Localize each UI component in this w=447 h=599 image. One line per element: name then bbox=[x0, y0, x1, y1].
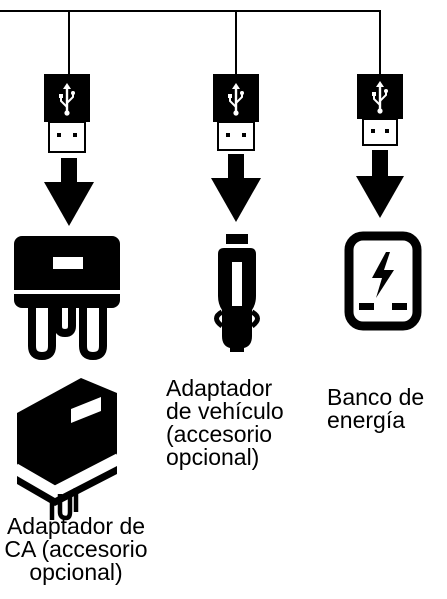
usb-symbol-icon bbox=[59, 83, 75, 116]
down-arrow-icon bbox=[44, 158, 94, 226]
usb-symbol-icon bbox=[228, 83, 244, 116]
wall-charger-icon bbox=[16, 378, 118, 521]
power-bank-caption: Banco de energía bbox=[327, 386, 424, 432]
usb-plug-icon bbox=[357, 74, 403, 119]
caption-line: energía bbox=[327, 407, 406, 433]
caption-line: CA (accesorio bbox=[4, 536, 148, 562]
cable-distribution bbox=[0, 10, 381, 74]
caption-line: opcional) bbox=[29, 559, 123, 585]
caption-line: de vehículo bbox=[166, 398, 284, 424]
usb-connector bbox=[217, 121, 255, 151]
car-charger-icon bbox=[214, 234, 260, 352]
down-arrow-icon bbox=[356, 150, 404, 218]
usb-symbol-icon bbox=[372, 81, 388, 114]
usb-connector bbox=[362, 118, 398, 146]
usb-plug-icon bbox=[213, 74, 259, 122]
caption-line: Adaptador de bbox=[6, 513, 146, 539]
caption-line: Banco de bbox=[327, 384, 425, 410]
caption-line: Adaptador bbox=[166, 375, 273, 401]
usb-connector bbox=[48, 121, 86, 153]
power-bank-icon bbox=[344, 231, 422, 331]
down-arrow-icon bbox=[211, 154, 261, 222]
vehicle-adapter-caption: Adaptador de vehículo (accesorio opciona… bbox=[166, 377, 284, 469]
caption-line: (accesorio bbox=[166, 421, 273, 447]
usb-plug-icon bbox=[44, 74, 90, 122]
caption-line: opcional) bbox=[166, 444, 260, 470]
wall-charger-icon bbox=[14, 236, 120, 360]
ac-adapter-caption: Adaptador de CA (accesorio opcional) bbox=[0, 515, 154, 584]
